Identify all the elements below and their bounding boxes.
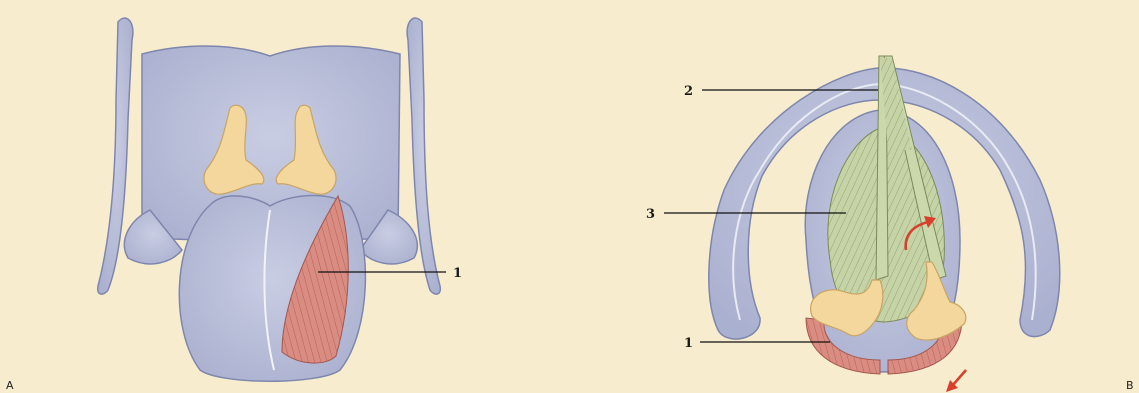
panel-a-drawing: 1 — [98, 18, 462, 381]
panel-b-drawing: 2 3 1 — [646, 56, 1060, 392]
movement-arrow-icon — [952, 370, 966, 386]
panel-a-label: A — [6, 379, 14, 392]
callout-a1-label: 1 — [453, 266, 462, 281]
panel-b-label: B — [1126, 379, 1134, 392]
callout-b2-label: 2 — [684, 84, 693, 99]
callout-b3-label: 3 — [646, 207, 655, 222]
callout-b1-label: 1 — [684, 336, 693, 351]
